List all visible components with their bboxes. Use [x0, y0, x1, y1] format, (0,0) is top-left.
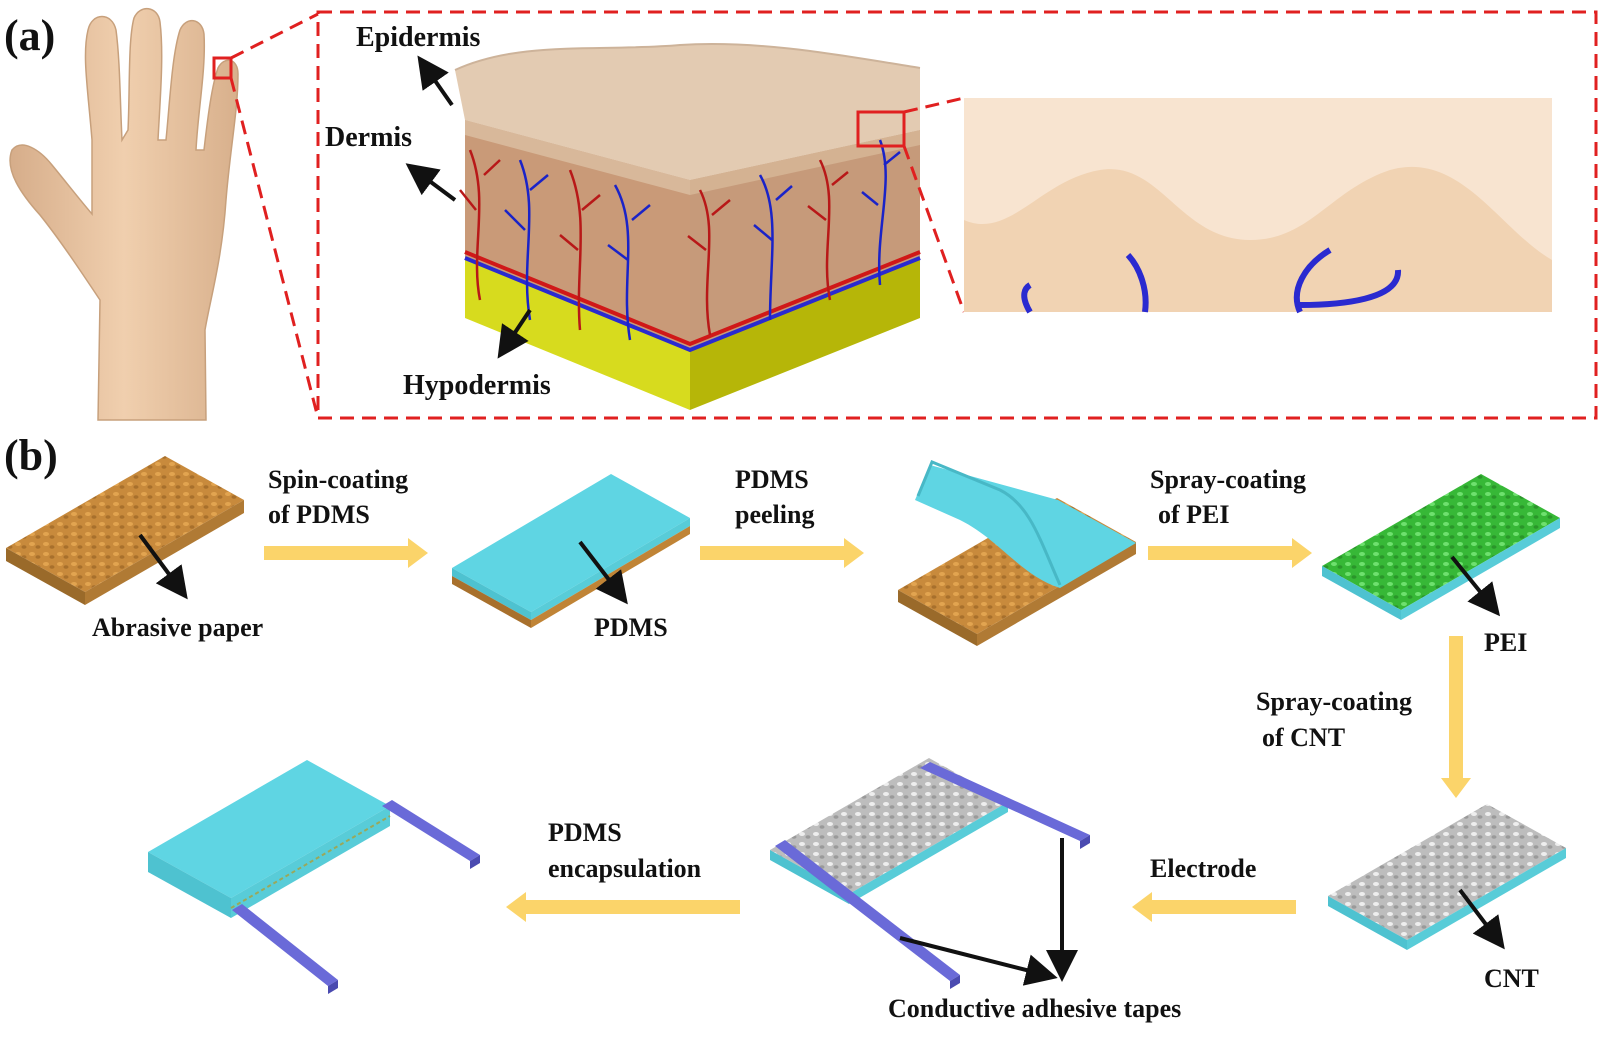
- process-arrow-3: [1148, 538, 1312, 568]
- spin-coating-label-1: Spin-coating: [268, 465, 408, 494]
- cnt-arrow: [1458, 888, 1505, 950]
- hypodermis-label: Hypodermis: [403, 370, 551, 401]
- encapsulated-electrode-left: [232, 904, 338, 986]
- spray-cnt-label-2: of CNT: [1262, 723, 1345, 752]
- electrode-tape-right: [920, 762, 1090, 841]
- epidermis-arrow: [417, 55, 454, 107]
- panel-b-label: (b): [4, 431, 58, 480]
- spray-pei-label-2: of PEI: [1158, 500, 1230, 529]
- blood-vessels: [459, 139, 901, 341]
- spray-pei-label-1: Spray-coating: [1150, 465, 1306, 494]
- dermis-label: Dermis: [325, 122, 412, 153]
- pdms-arrow: [578, 540, 628, 605]
- electrode-tape-left: [775, 840, 960, 981]
- process-arrow-6: [506, 892, 740, 922]
- hypodermis-side-face: [690, 258, 920, 410]
- zoom-frame: [229, 10, 1598, 420]
- cnt-slab: [1328, 804, 1566, 950]
- tape-arrow-left: [899, 936, 1058, 986]
- encapsulated-device: [148, 760, 480, 994]
- abrasive-paper-arrow: [138, 533, 188, 600]
- encapsulated-electrode-right: [382, 800, 480, 861]
- hand-illustration: [9, 8, 239, 421]
- zoom-source-box: [856, 110, 906, 148]
- electrode-slab: [770, 758, 1090, 989]
- cnt-label: CNT: [1484, 964, 1539, 993]
- hypodermis-arrow: [497, 308, 532, 359]
- conductive-tapes-label: Conductive adhesive tapes: [888, 994, 1181, 1023]
- peeling-label-2: peeling: [735, 500, 814, 529]
- dermis-arrow: [405, 163, 457, 202]
- peeling-label-1: PDMS: [735, 465, 809, 494]
- pei-slab: [1322, 474, 1560, 620]
- pdms-coated-slab: [452, 474, 690, 628]
- process-arrow-2: [700, 538, 864, 568]
- encapsulation-label-2: encapsulation: [548, 854, 702, 883]
- epidermis-top: [455, 44, 920, 180]
- skin-zoom-inset: [964, 98, 1552, 314]
- peeling-slab: [898, 460, 1136, 646]
- abrasive-paper-label: Abrasive paper: [92, 613, 263, 642]
- encapsulation-label-1: PDMS: [548, 818, 622, 847]
- hypodermis-front-face: [465, 258, 690, 410]
- pei-label: PEI: [1484, 628, 1527, 657]
- epidermis-label: Epidermis: [356, 22, 481, 53]
- process-arrow-1: [264, 538, 428, 568]
- dermis-side-face: [690, 130, 920, 350]
- spray-cnt-label-1: Spray-coating: [1256, 687, 1412, 716]
- process-arrow-4: [1441, 636, 1471, 798]
- skin-block: [454, 43, 921, 410]
- spin-coating-label-2: of PDMS: [268, 500, 370, 529]
- pdms-label: PDMS: [594, 613, 668, 642]
- process-arrow-5: [1132, 892, 1296, 922]
- panel-a-label: (a): [4, 11, 55, 60]
- pei-arrow: [1450, 555, 1501, 617]
- abrasive-paper-slab: [6, 456, 244, 605]
- electrode-step-label: Electrode: [1150, 854, 1256, 883]
- fingertip-highlight-box: [212, 56, 233, 80]
